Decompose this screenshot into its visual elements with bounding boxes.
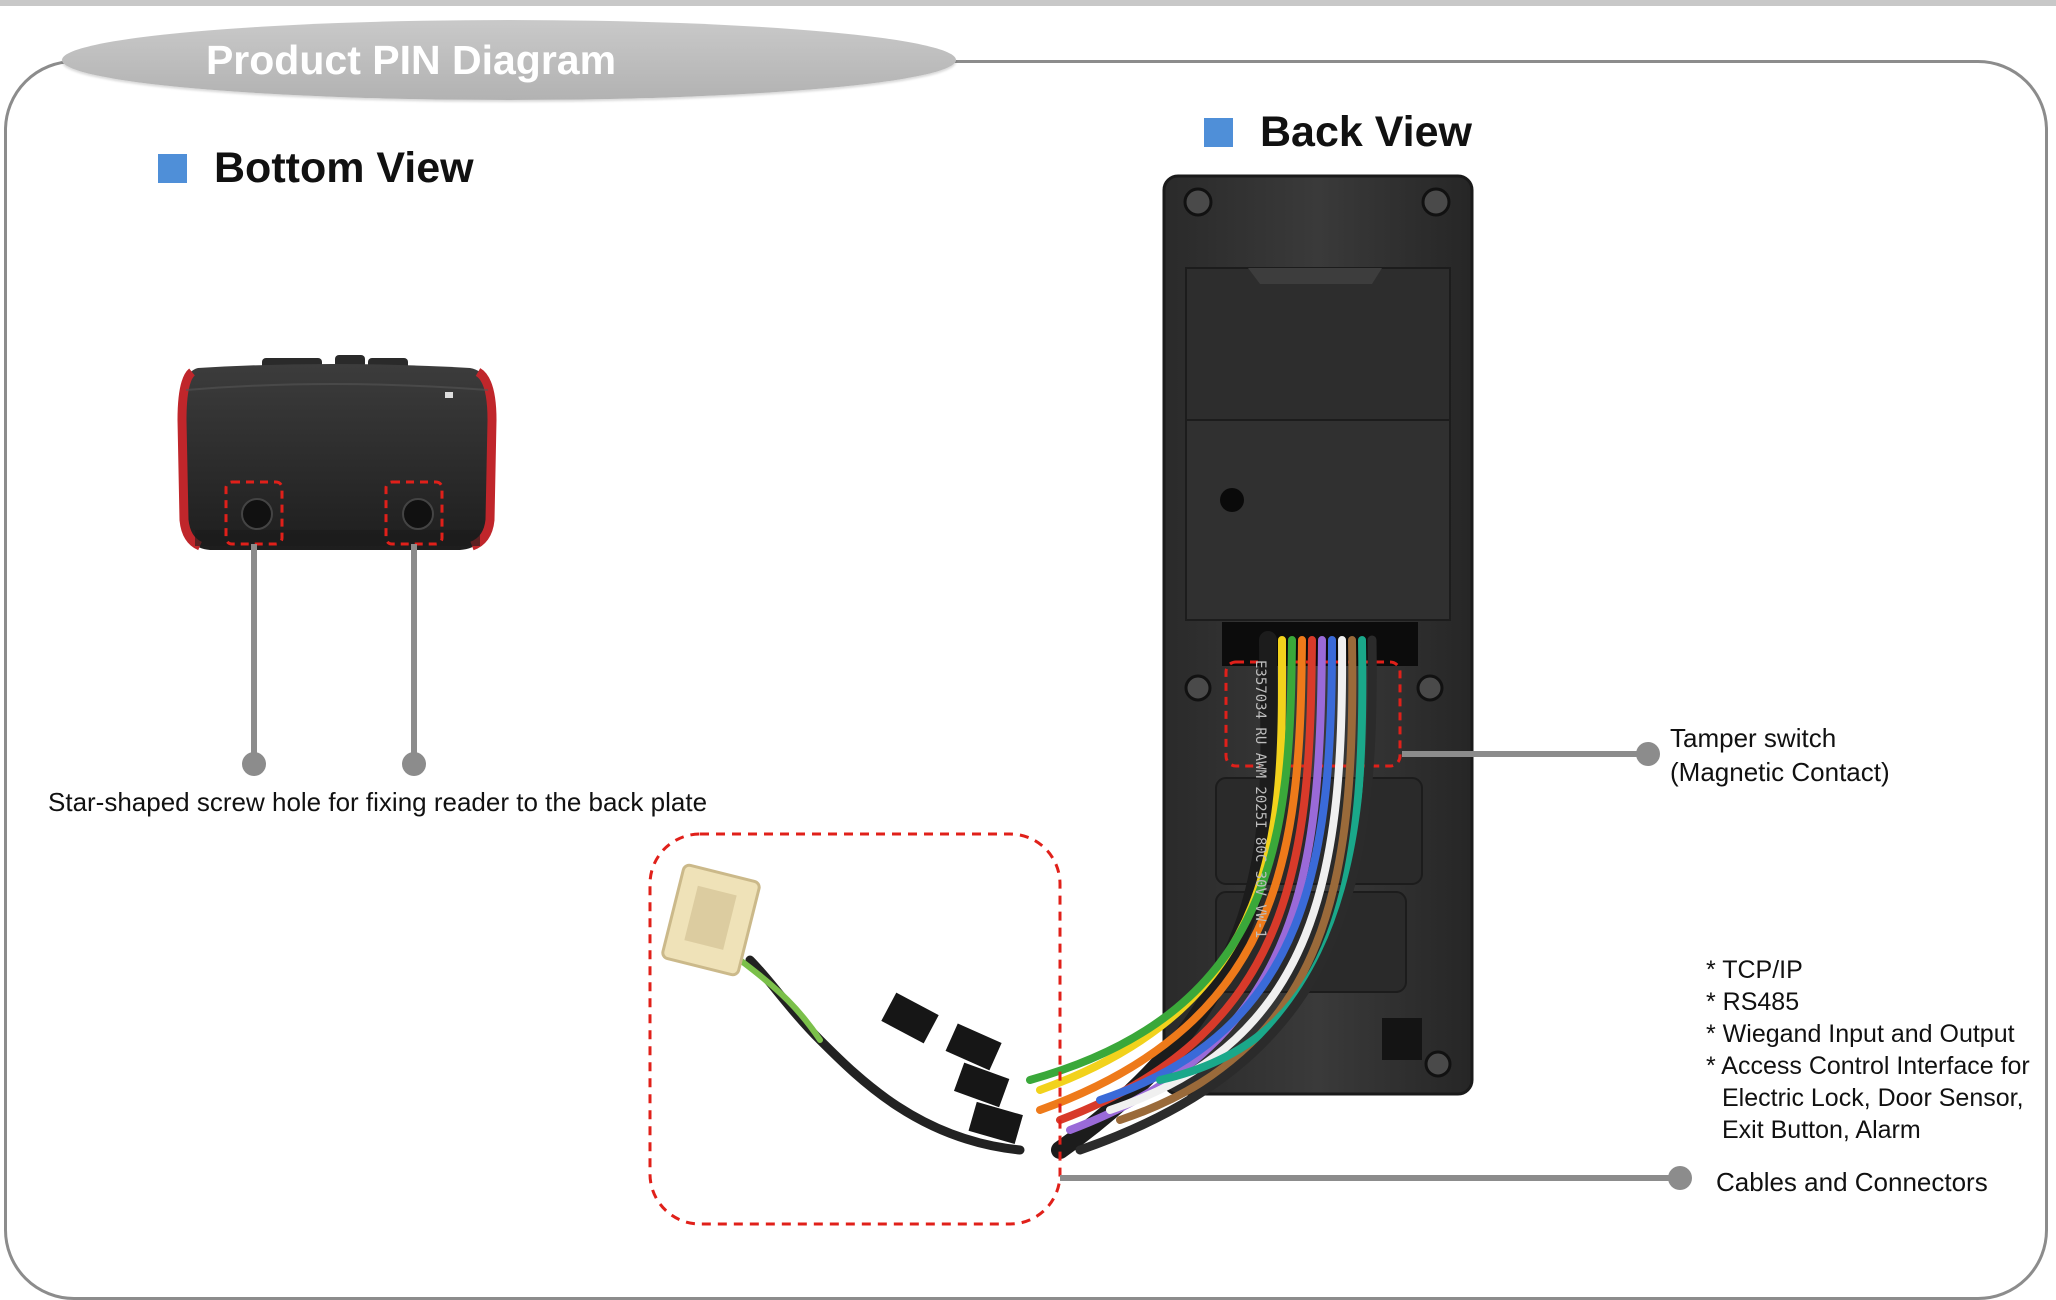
bottom-view-heading: Bottom View <box>214 144 474 192</box>
black-connector <box>953 1062 1010 1108</box>
feature-item: * Wiegand Input and Output <box>1706 1020 2015 1048</box>
tamper-switch-label: Tamper switch (Magnetic Contact) <box>1670 722 1890 790</box>
bottom-view-device <box>177 355 497 551</box>
tamper-line-1: Tamper switch <box>1670 723 1837 753</box>
bottom-view-marker <box>158 154 187 183</box>
mount-screw <box>1424 1050 1452 1078</box>
title-tab: Product PIN Diagram <box>62 20 956 100</box>
screw-hole-left <box>241 498 273 530</box>
back-view-marker <box>1204 118 1233 147</box>
feature-list: * TCP/IP * RS485 * Wiegand Input and Out… <box>1706 954 2030 1146</box>
feature-item: Exit Button, Alarm <box>1722 1116 1921 1144</box>
cable-bundle <box>661 631 1377 1159</box>
page-title: Product PIN Diagram <box>205 36 617 83</box>
black-connector <box>881 992 939 1044</box>
back-view-heading: Back View <box>1260 108 1472 156</box>
screw-highlight-right <box>384 480 444 546</box>
screw-hole-label: Star-shaped screw hole for fixing reader… <box>48 787 708 817</box>
mount-screw <box>1421 187 1451 217</box>
black-connector <box>945 1023 1002 1071</box>
screw-hole-right <box>402 498 434 530</box>
diagram-artwork <box>177 174 1692 1226</box>
feature-item: * TCP/IP <box>1706 956 1803 984</box>
back-view-callouts <box>1060 742 1692 1190</box>
cable-print-text: E357034 RU AWM 2025I 80C 30V VW-1 <box>1252 660 1268 939</box>
led-indicator <box>445 392 453 398</box>
cables-connectors-label: Cables and Connectors <box>1716 1167 1988 1197</box>
mount-screw <box>1184 674 1212 702</box>
feature-item: Electric Lock, Door Sensor, <box>1722 1084 2024 1112</box>
black-connector <box>968 1101 1023 1144</box>
feature-item: * Access Control Interface for <box>1706 1052 2030 1080</box>
mount-screw <box>1183 187 1213 217</box>
feature-item: * RS485 <box>1706 988 1800 1016</box>
screw-highlight-left <box>224 480 284 546</box>
screw-hole-callouts <box>242 544 426 776</box>
cables-highlight <box>648 832 1062 1226</box>
tamper-line-2: (Magnetic Contact) <box>1670 756 1890 787</box>
top-rule <box>0 0 2056 6</box>
mount-screw <box>1416 674 1444 702</box>
